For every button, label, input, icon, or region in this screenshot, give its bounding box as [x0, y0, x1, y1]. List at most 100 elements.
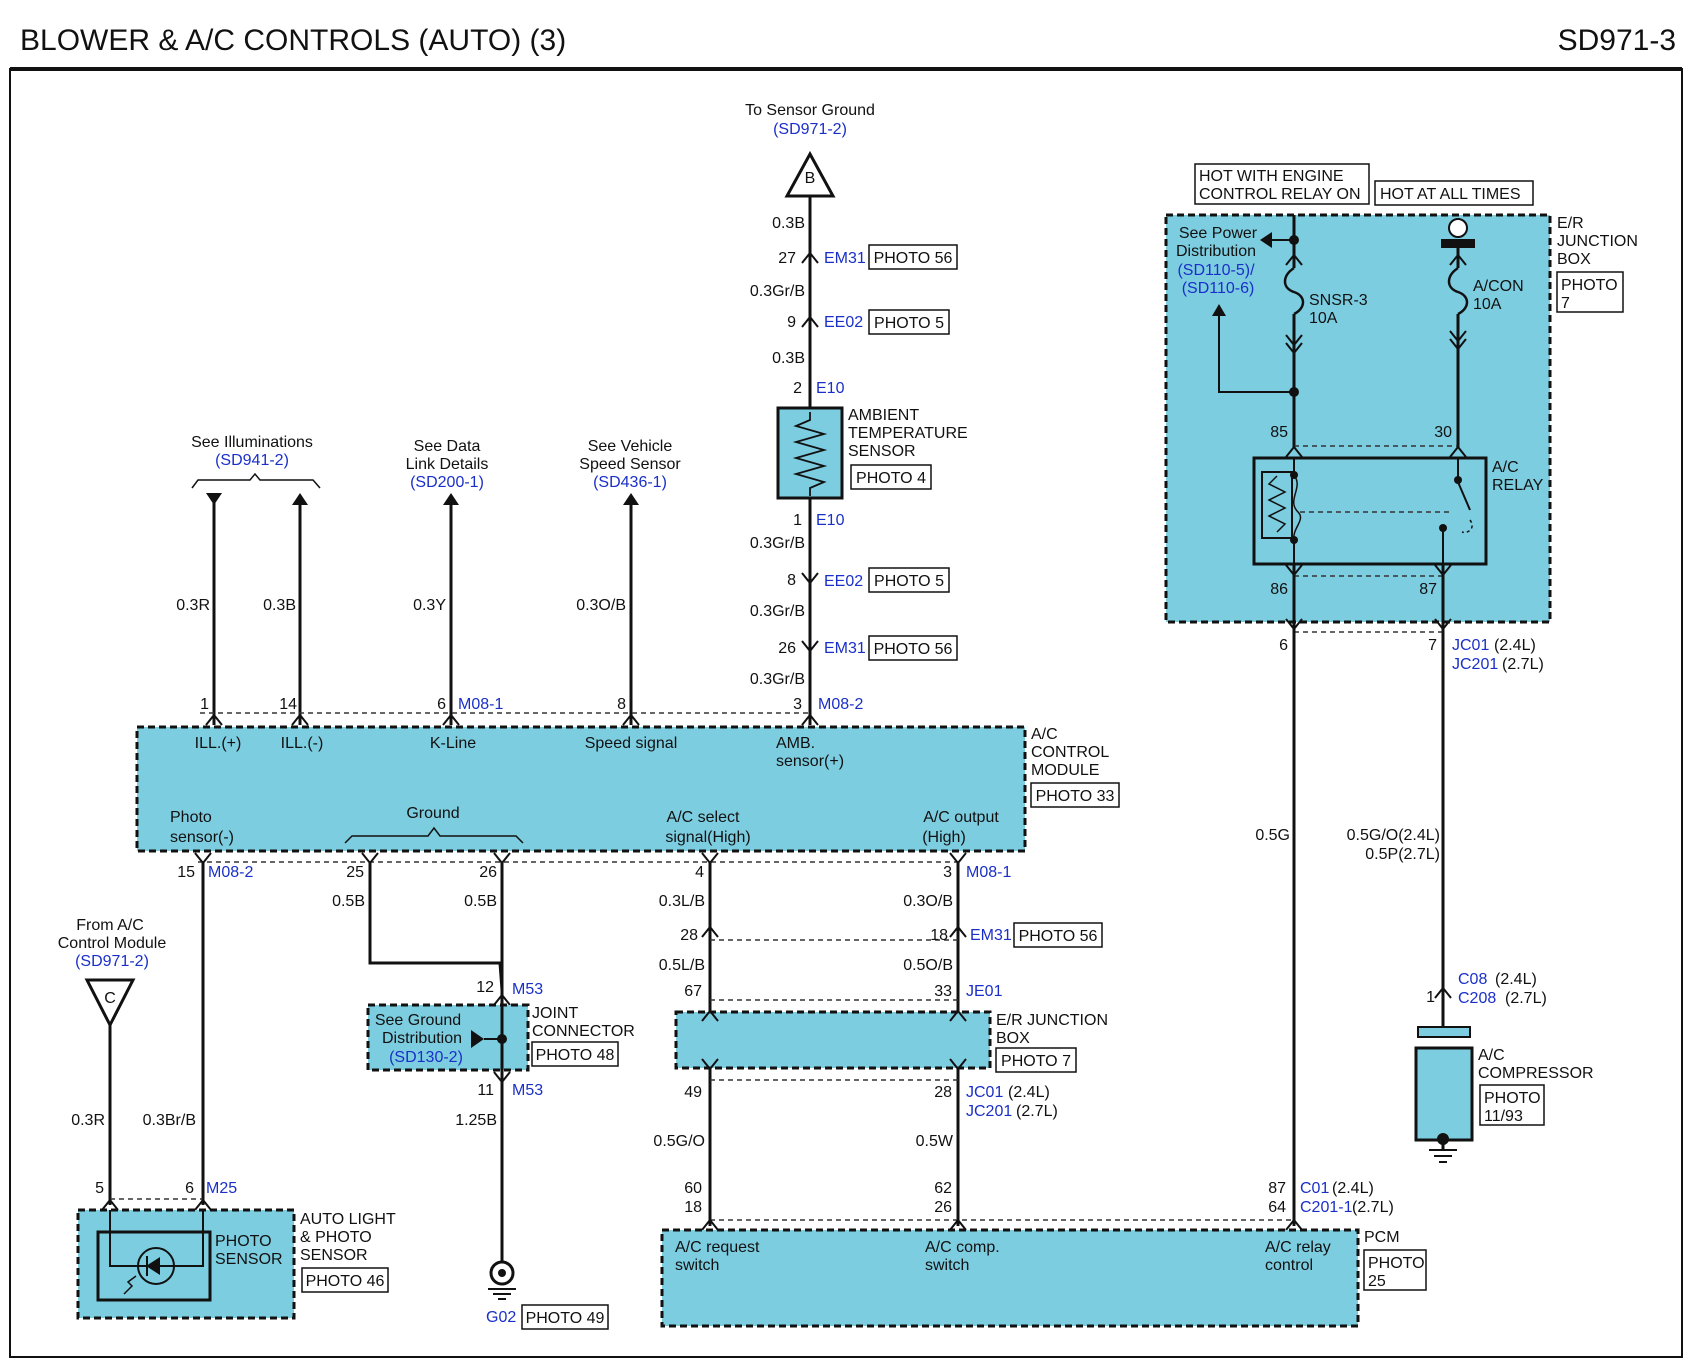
illumination-brace	[191, 472, 321, 489]
photo-ref: PHOTO 56	[1019, 928, 1098, 945]
photo-badge	[1363, 1249, 1427, 1291]
from-module-label: From A/C	[76, 917, 144, 934]
pin-label: 1	[200, 696, 209, 713]
sensor-lead	[109, 1210, 128, 1267]
pin-label: 4	[695, 864, 704, 881]
connector-jc201: JC201	[1452, 656, 1498, 673]
dlc-ref-label: Link Details	[406, 456, 489, 473]
photo-ref: PHOTO 46	[306, 1273, 385, 1290]
wire-ground-25	[368, 862, 504, 991]
photo-badge	[521, 1304, 609, 1330]
hot-all-label: HOT AT ALL TIMES	[1380, 186, 1521, 203]
photo-ref: PHOTO 56	[874, 641, 953, 658]
from-module-ref: (SD971-2)	[75, 953, 149, 970]
pin-label: 86	[1270, 581, 1288, 598]
wire-label: 0.5W	[916, 1133, 954, 1150]
sensor-ground-ref: (SD971-2)	[773, 121, 847, 138]
pin-label: 6	[185, 1180, 194, 1197]
relay-contact-icon	[1454, 476, 1462, 484]
pin-label: 60	[684, 1180, 702, 1197]
pin-label: 27	[778, 250, 796, 267]
connector-e10: E10	[816, 380, 845, 397]
diagram-code: SD971-3	[1558, 24, 1676, 57]
module-pin-amb: AMB.	[776, 735, 815, 752]
wire-label: 0.3B	[772, 215, 805, 232]
er-junction-box-name: BOX	[1557, 251, 1591, 268]
compressor-name: A/C	[1478, 1047, 1505, 1064]
photo-ref: PHOTO 7	[1001, 1053, 1071, 1070]
photo-badge	[868, 309, 950, 335]
module-pin-photo: sensor(-)	[170, 829, 234, 846]
photo-ref: PHOTO 5	[874, 573, 944, 590]
pin-label: 14	[279, 696, 297, 713]
connector-ee02: EE02	[824, 573, 863, 590]
page-title: BLOWER & A/C CONTROLS (AUTO) (3)	[20, 24, 566, 57]
photo-sensor-inner: SENSOR	[215, 1251, 283, 1268]
pin-label: 6	[1279, 637, 1288, 654]
er-junction-box-name: E/R	[1557, 215, 1584, 232]
wire-label: 0.3R	[176, 597, 210, 614]
photo-sensor-element	[96, 1230, 212, 1302]
module-pin-select: A/C select	[667, 809, 740, 826]
photo-sensor-name: SENSOR	[300, 1247, 368, 1264]
photo-ref: PHOTO 5	[874, 315, 944, 332]
ac-relay-name: A/C	[1492, 459, 1519, 476]
connector-jc201: JC201	[966, 1103, 1012, 1120]
wire-label: 0.3B	[263, 597, 296, 614]
ground-dist-label: See Ground	[375, 1012, 461, 1029]
ac-control-module	[135, 725, 1027, 853]
photo-badge	[850, 464, 932, 490]
connector-jc01: JC01	[966, 1084, 1003, 1101]
arrow-out-icon	[623, 493, 639, 505]
arrow-right-icon	[471, 1030, 484, 1048]
fuse-acon-icon	[1447, 266, 1469, 316]
diagram-frame	[9, 68, 1683, 1358]
pcm-pin-comp: A/C comp.	[925, 1239, 1000, 1256]
ambient-sensor-body	[776, 406, 844, 500]
photo-ref: PHOTO	[1561, 277, 1618, 294]
pin-label: 2	[793, 380, 802, 397]
photo-badge	[1013, 922, 1103, 948]
connector-triangle-c-icon	[84, 978, 136, 1029]
photo-badge	[1479, 1084, 1545, 1126]
pin-label: 28	[680, 927, 698, 944]
engine-variant: (2.7L)	[1502, 656, 1544, 673]
pin-label: 26	[479, 864, 497, 881]
compressor-name: COMPRESSOR	[1478, 1065, 1594, 1082]
connector-e10: E10	[816, 512, 845, 529]
wire-label: 0.3R	[71, 1112, 105, 1129]
pin-label: 26	[934, 1199, 952, 1216]
pin-label: 33	[934, 983, 952, 1000]
module-pin-photo: Photo	[170, 809, 212, 826]
ground-symbol-b: B	[805, 170, 816, 187]
pcm-pin-request: A/C request	[675, 1239, 760, 1256]
connector-m53: M53	[512, 1082, 543, 1099]
wire-label: 0.5B	[332, 893, 365, 910]
wire-label: 0.3O/B	[903, 893, 953, 910]
ground-triangle-b-icon	[784, 150, 836, 198]
sensor-ground-label: To Sensor Ground	[745, 102, 875, 119]
er-junction-box-lower	[674, 1010, 992, 1070]
power-dist-label: Distribution	[1176, 243, 1256, 260]
power-dist-ref: (SD110-5)/	[1177, 262, 1255, 279]
pin-label: 49	[684, 1084, 702, 1101]
connector-m25: M25	[206, 1180, 237, 1197]
connector-c01: C01	[1300, 1180, 1329, 1197]
hot-engine-label: HOT WITH ENGINE	[1199, 168, 1344, 185]
connector-jc01: JC01	[1452, 637, 1489, 654]
pin-label: 7	[1428, 637, 1437, 654]
er-junction-box-name: E/R JUNCTION	[996, 1012, 1108, 1029]
fuse-snsr3-icon	[1283, 266, 1305, 316]
pin-label: 6	[437, 696, 446, 713]
wire-label: 0.3Gr/B	[750, 671, 805, 688]
connector-m08-1: M08-1	[458, 696, 503, 713]
power-dist-label: See Power	[1179, 225, 1258, 242]
bus-bar-icon	[1441, 239, 1475, 248]
wire-label: 0.5L/B	[659, 957, 705, 974]
pin-label: 85	[1270, 424, 1288, 441]
wire-label: 0.5G/O(2.4L)	[1347, 827, 1440, 844]
joint-connector-name: JOINT	[532, 1005, 578, 1022]
hot-engine-label: CONTROL RELAY ON	[1199, 186, 1361, 203]
photo-sensor-name: & PHOTO	[300, 1229, 372, 1246]
wire-label: 0.3Gr/B	[750, 283, 805, 300]
